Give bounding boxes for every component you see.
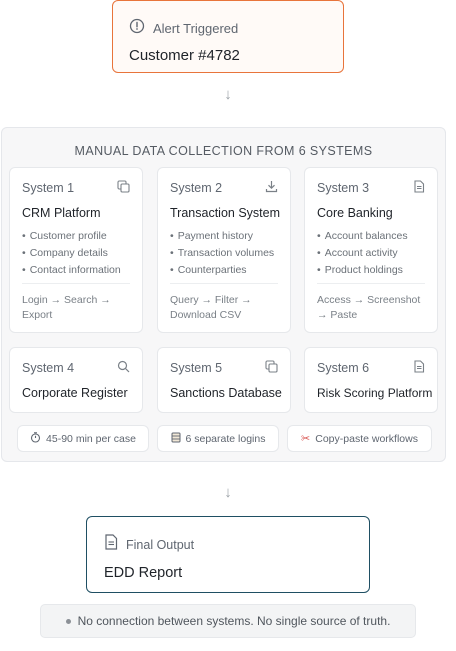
stat-label: 45-90 min per case — [46, 432, 136, 445]
divider — [22, 283, 130, 284]
system-card-6: System 6 Risk Scoring Platform — [304, 347, 438, 413]
system-name: Transaction System — [170, 206, 280, 220]
arrow-down-icon: ↓ — [224, 86, 232, 103]
system-card-3: System 3 Core Banking Account balances A… — [304, 167, 438, 333]
system-name: Risk Scoring Platform — [317, 386, 433, 400]
panel-title: MANUAL DATA COLLECTION FROM 6 SYSTEMS — [74, 144, 373, 158]
final-output-card: Final Output EDD Report — [86, 516, 370, 593]
stat-label: 6 separate logins — [185, 432, 266, 445]
list-item: Payment history — [170, 228, 274, 245]
footnote-text: No connection between systems. No single… — [77, 614, 391, 628]
system-data-list: Customer profile Company details Contact… — [22, 228, 121, 279]
list-item: Transaction volumes — [170, 245, 274, 262]
document-icon — [413, 360, 425, 378]
system-card-4: System 4 Corporate Register — [9, 347, 143, 413]
scissors-icon: ✂ — [301, 433, 311, 445]
system-name: CRM Platform — [22, 206, 101, 220]
divider — [317, 283, 425, 284]
system-card-5: System 5 Sanctions Database — [157, 347, 291, 413]
stat-label: Copy-paste workflows — [315, 432, 418, 445]
system-id: System 1 — [22, 181, 75, 195]
copy-icon — [265, 360, 278, 378]
alert-title: Customer #4782 — [129, 47, 240, 64]
system-name: Core Banking — [317, 206, 393, 220]
final-header: Final Output — [104, 534, 194, 555]
list-item: Counterparties — [170, 262, 274, 279]
timer-icon — [30, 431, 41, 446]
search-icon — [117, 360, 130, 378]
system-name: Corporate Register — [22, 386, 128, 400]
system-id: System 2 — [170, 181, 223, 195]
system-workflow: Query → Filter → Download CSV — [170, 294, 252, 321]
system-id: System 3 — [317, 181, 370, 195]
alert-header: Alert Triggered — [129, 18, 238, 39]
list-item: Contact information — [22, 262, 121, 279]
system-card-1: System 1 CRM Platform Customer profile C… — [9, 167, 143, 333]
alert-circle-icon — [129, 18, 145, 39]
system-workflow: Access → Screenshot → Paste — [317, 294, 421, 321]
document-icon — [104, 534, 118, 555]
system-workflow: Login → Search → Export — [22, 294, 111, 321]
system-name: Sanctions Database — [170, 386, 282, 400]
alert-label: Alert Triggered — [153, 21, 239, 36]
bullet-dot-icon — [65, 618, 71, 624]
final-title: EDD Report — [104, 565, 183, 581]
list-item: Account balances — [317, 228, 408, 245]
download-icon — [265, 180, 278, 198]
system-id: System 4 — [22, 361, 75, 375]
system-data-list: Account balances Account activity Produc… — [317, 228, 408, 279]
system-card-2: System 2 Transaction System Payment hist… — [157, 167, 291, 333]
footnote-banner: No connection between systems. No single… — [40, 604, 416, 638]
final-label: Final Output — [126, 537, 195, 552]
alert-triggered-card: Alert Triggered Customer #4782 — [112, 0, 344, 73]
system-id: System 5 — [170, 361, 223, 375]
arrow-down-icon: ↓ — [224, 484, 232, 501]
system-data-list: Payment history Transaction volumes Coun… — [170, 228, 274, 279]
list-item: Customer profile — [22, 228, 121, 245]
divider — [170, 283, 278, 284]
system-id: System 6 — [317, 361, 370, 375]
database-icon — [171, 432, 181, 446]
stat-time-per-case: 45-90 min per case — [17, 425, 149, 452]
document-icon — [413, 180, 425, 198]
list-item: Product holdings — [317, 262, 408, 279]
stat-separate-logins: 6 separate logins — [157, 425, 279, 452]
list-item: Company details — [22, 245, 121, 262]
stat-copy-paste: ✂ Copy-paste workflows — [287, 425, 432, 452]
manual-collection-panel: MANUAL DATA COLLECTION FROM 6 SYSTEMS Sy… — [1, 127, 446, 462]
copy-icon — [117, 180, 130, 198]
list-item: Account activity — [317, 245, 408, 262]
